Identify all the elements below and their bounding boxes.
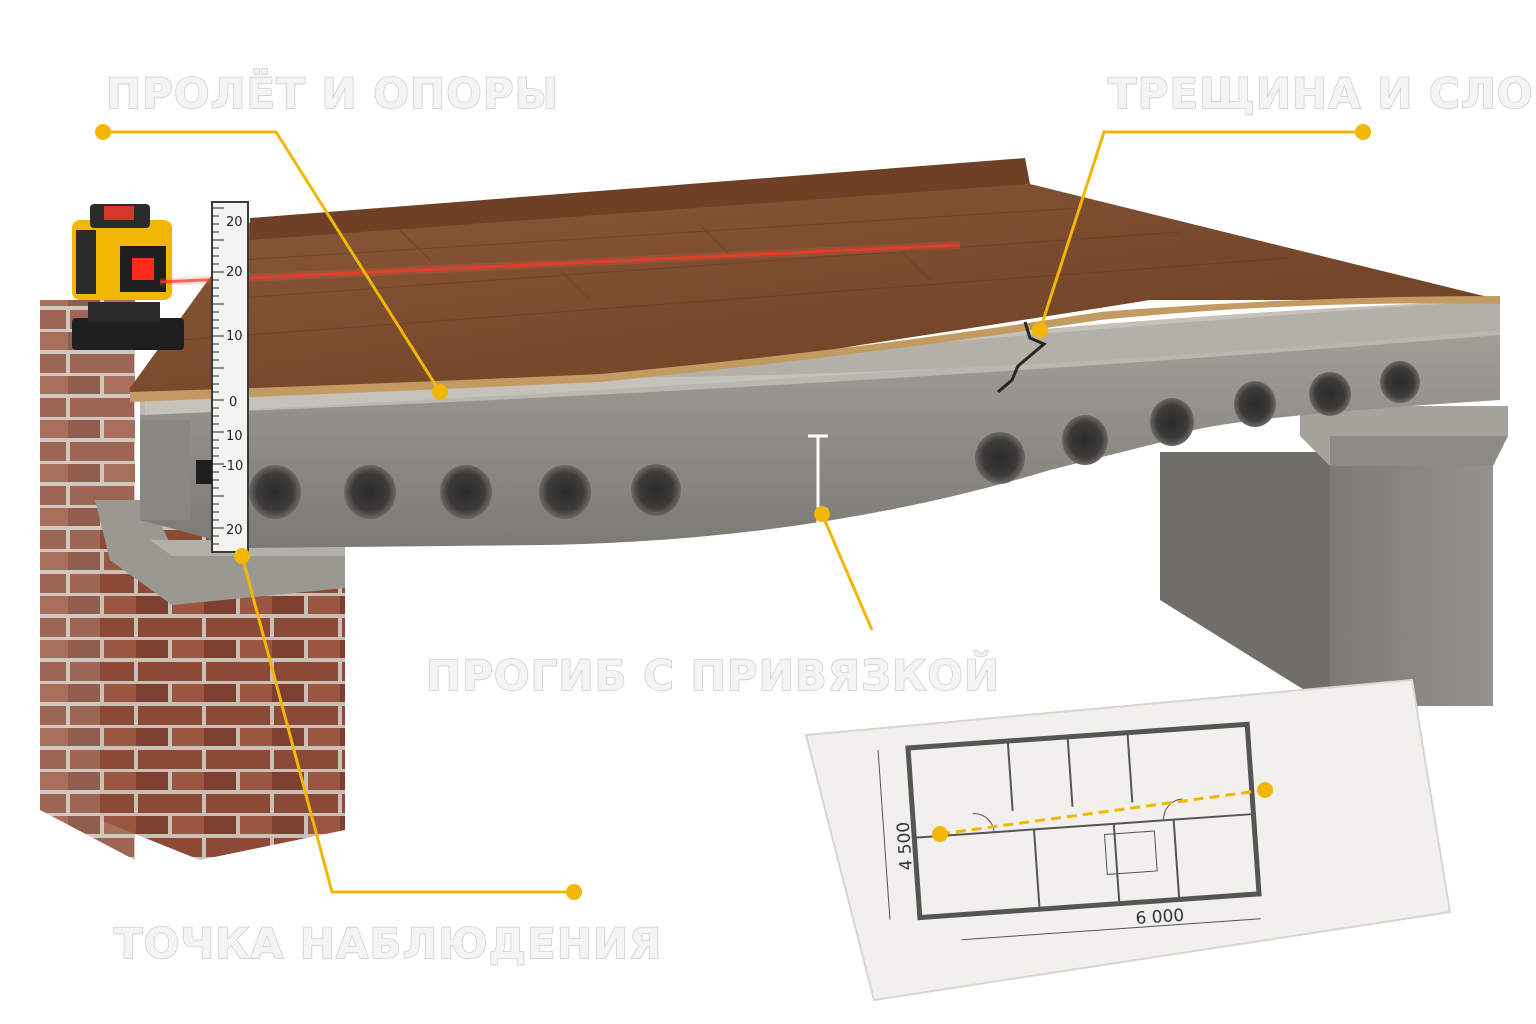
laser-level-icon — [72, 204, 184, 350]
callout-span-supports: ПРОЛЁТ И ОПОРЫ — [106, 68, 559, 118]
wood-floor — [130, 158, 1500, 402]
ruler-ticks — [212, 207, 224, 545]
plan-point-right — [1257, 782, 1273, 798]
dot-observation-start — [234, 548, 250, 564]
leader-deflection — [820, 513, 874, 631]
slab-hollow-cores — [249, 361, 1420, 519]
floor-plan-drawing — [877, 721, 1262, 941]
dot-span-supports-end — [432, 384, 448, 400]
ruler-tick-label: 10 — [226, 329, 243, 344]
dot-crack-layer-end — [1032, 322, 1048, 338]
left-brick-pillar — [40, 300, 345, 860]
plan-point-left — [932, 826, 948, 842]
leader-observation — [240, 555, 574, 894]
dot-deflection — [814, 506, 830, 522]
callout-dots — [95, 124, 1371, 900]
leader-crack-layer — [1038, 130, 1363, 331]
callout-leaders — [103, 130, 1363, 894]
plan-dim-width: 6 000 — [1135, 906, 1185, 929]
callout-deflection: ПРОГИБ С ПРИВЯЗКОЙ — [426, 650, 1000, 700]
ruler-tick-label: 20 — [226, 523, 243, 538]
dot-span-supports-start — [95, 124, 111, 140]
callout-crack-layer: ТРЕЩИНА И СЛОЙ — [1108, 68, 1536, 118]
callout-observation-point: ТОЧКА НАБЛЮДЕНИЯ — [114, 919, 662, 968]
ruler-tick-label: 20 — [226, 215, 243, 230]
floor-plan-sheet: 6 000 4 500 — [804, 678, 1452, 1002]
measuring-ruler: 20 20 10 0 10 -10 20 — [196, 201, 249, 553]
ruler-tick-label: 20 — [226, 265, 243, 280]
dot-crack-layer-start — [1355, 124, 1371, 140]
plan-span-line — [939, 788, 1266, 836]
slab-crack — [997, 321, 1047, 394]
ruler-tick-label: 10 — [226, 429, 243, 444]
ruler-tick-label: 0 — [229, 395, 237, 410]
right-support-pillar — [1160, 406, 1508, 706]
laser-beam — [159, 241, 961, 286]
leader-span-supports — [103, 130, 442, 393]
plan-dim-height: 4 500 — [894, 821, 917, 871]
ruler-tick-label: -10 — [222, 459, 243, 474]
dot-observation-end — [566, 884, 582, 900]
